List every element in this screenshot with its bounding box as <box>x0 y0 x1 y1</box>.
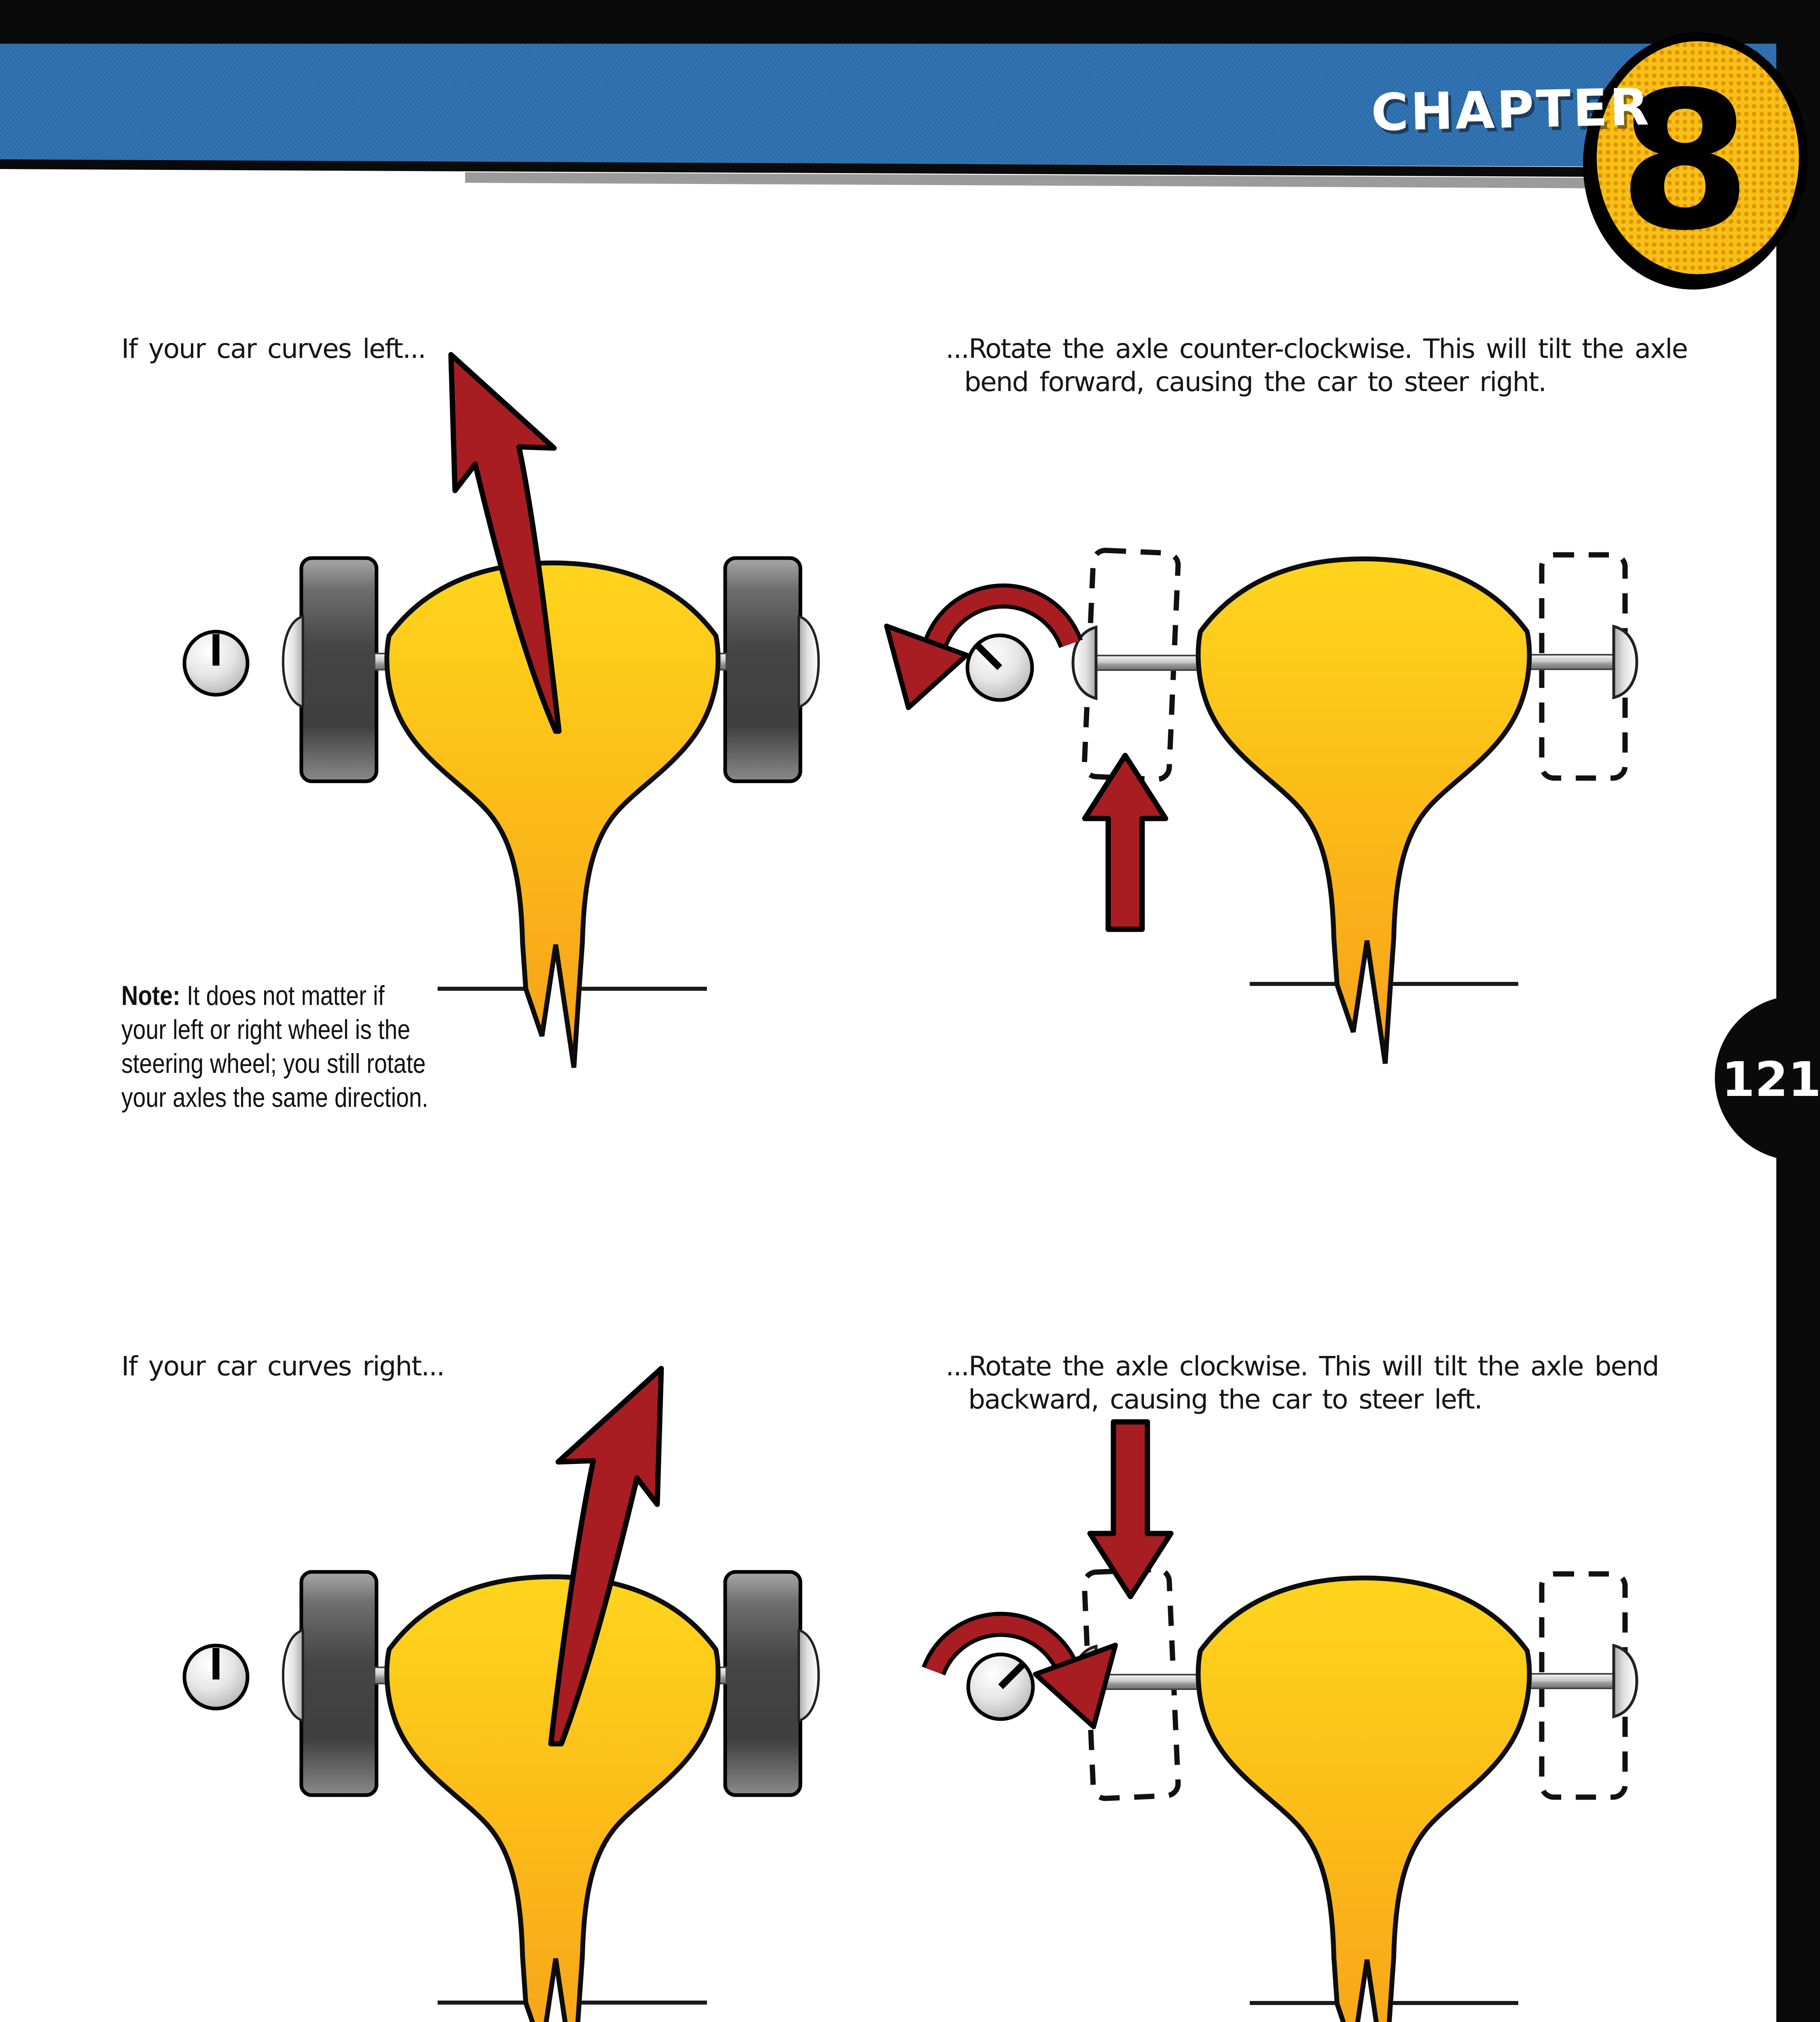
left-axle-head <box>283 616 303 707</box>
caption-bottom-left: If your car curves right... <box>121 1351 445 1382</box>
note-line2: your left or right wheel is the <box>121 1014 411 1045</box>
car-body <box>387 1577 718 2022</box>
right-axle-shaft <box>1526 1673 1616 1689</box>
axle-knob-icon <box>965 633 1034 702</box>
panel-bottom-right-art <box>921 1419 1637 2022</box>
note-text: Note: It does not matter if your left or… <box>121 979 529 1115</box>
caption-bottom-right-line2: backward, causing the car to steer left. <box>968 1384 1483 1415</box>
tilt-backward-arrow <box>1087 1419 1174 1599</box>
rotate-cw-arrow <box>921 1612 1118 1729</box>
curve-right-arrow <box>548 1366 664 1747</box>
left-axle-shaft <box>1093 1674 1206 1690</box>
left-axle-shaft <box>1093 655 1206 671</box>
axle-knob-icon <box>182 630 250 697</box>
page-number: 121 <box>1721 1051 1820 1107</box>
car-body <box>1198 1578 1530 2022</box>
caption-top-right: ...Rotate the axle counter-clockwise. Th… <box>946 332 1688 399</box>
caption-top-left: If your car curves left... <box>121 333 426 364</box>
panel-top-right-art <box>884 548 1637 1064</box>
chapter-number: 8 <box>1619 51 1751 272</box>
tilt-forward-arrow <box>1082 753 1168 932</box>
right-nail-head <box>1614 626 1637 698</box>
top-black-bar <box>0 0 1820 44</box>
axle-knob-icon <box>182 1643 250 1711</box>
note-line4: your axles the same direction. <box>121 1082 428 1113</box>
panel-top-left-art <box>182 352 819 1068</box>
curve-left-arrow <box>448 352 562 734</box>
caption-top-right-line2: bend forward, causing the car to steer r… <box>964 366 1547 398</box>
left-axle-head <box>283 1630 303 1721</box>
note-line1: It does not matter if <box>180 980 385 1011</box>
note-label: Note: <box>121 980 180 1011</box>
panel-bottom-left-art <box>182 1366 819 2022</box>
car-body <box>1198 559 1530 1064</box>
right-nail-head <box>1614 1646 1637 1717</box>
right-wheel <box>725 558 800 781</box>
car-body <box>387 563 718 1068</box>
left-wheel <box>301 558 377 781</box>
banner-blue-stripe <box>0 44 1820 167</box>
right-wheel <box>725 1572 800 1795</box>
right-axle-head <box>799 1630 819 1721</box>
right-axle-shaft <box>1526 654 1616 670</box>
caption-top-right-line1: ...Rotate the axle counter-clockwise. Th… <box>946 333 1688 364</box>
caption-bottom-right-line1: ...Rotate the axle clockwise. This will … <box>946 1351 1659 1382</box>
note-line3: steering wheel; you still rotate <box>121 1048 426 1079</box>
rotate-ccw-arrow <box>884 583 1083 710</box>
left-wheel <box>301 1572 377 1795</box>
caption-bottom-right: ...Rotate the axle clockwise. This will … <box>946 1350 1659 1416</box>
right-axle-head <box>799 616 819 707</box>
axle-knob-icon <box>966 1652 1035 1721</box>
